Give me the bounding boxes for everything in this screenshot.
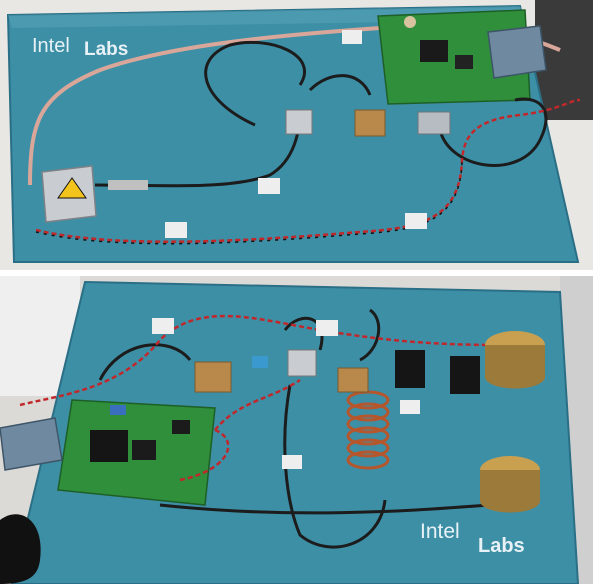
- top-coax-loop-1: [204, 40, 307, 127]
- top-clip-3: [258, 178, 280, 194]
- bottom-coax-3: [359, 308, 381, 362]
- bottom-coax-5: [159, 503, 491, 515]
- top-pcb-chip-2: [455, 55, 473, 69]
- bottom-coax-2: [283, 316, 324, 351]
- bottom-coax-1: [98, 343, 192, 381]
- photo-divider: [0, 270, 593, 276]
- bottom-clip-1: [152, 318, 174, 334]
- bottom-pcb-chip-3: [172, 420, 190, 434]
- bottom-logo-intel: Intel: [420, 520, 460, 543]
- bottom-brass-load-2-body: [480, 470, 540, 513]
- top-logo-labs: Labs: [84, 39, 128, 60]
- bottom-gold-mixer-2: [337, 367, 369, 393]
- top-board-highlight: [8, 6, 526, 28]
- top-splitter: [285, 109, 313, 135]
- bottom-clip-2: [316, 320, 338, 336]
- top-coax-3: [438, 97, 548, 167]
- top-silver-box: [417, 111, 451, 135]
- bottom-red-wire-2: [214, 378, 301, 431]
- top-sma-adapter: [108, 180, 148, 190]
- top-coax-4: [308, 74, 372, 96]
- bottom-splitter: [287, 349, 317, 377]
- top-clip-1: [165, 222, 187, 238]
- bottom-dsub-connector: [0, 417, 63, 471]
- top-logo-intel: Intel: [32, 35, 70, 57]
- top-photo: Intel Labs: [0, 0, 593, 270]
- top-clip-4: [342, 30, 362, 44]
- hazard-triangle-icon: [57, 177, 87, 199]
- top-pcb-connector: [404, 16, 416, 28]
- top-red-wire: [35, 98, 581, 243]
- bottom-dark-foreground: [0, 514, 41, 584]
- bottom-heatsink-2: [450, 356, 480, 394]
- bottom-pcb-chip-2: [132, 440, 156, 460]
- bottom-heatsink-1: [395, 350, 425, 388]
- bottom-brass-load-1-body: [485, 345, 545, 389]
- bottom-gold-mixer-1: [194, 361, 232, 393]
- bottom-clip-4: [282, 455, 302, 469]
- bottom-coax-4: [283, 384, 387, 549]
- top-dsub-connector: [487, 25, 547, 79]
- bottom-blue-filter: [252, 356, 268, 368]
- bottom-clip-3: [400, 400, 420, 414]
- top-pcb-chip: [420, 40, 448, 62]
- top-clip-2: [405, 213, 427, 229]
- bottom-photo: Intel Labs: [0, 276, 593, 584]
- bottom-logo-labs: Labs: [478, 535, 525, 557]
- bottom-red-wire-1: [19, 314, 501, 407]
- bottom-pcb-chip-1: [90, 430, 128, 462]
- top-gold-mixer: [354, 109, 386, 137]
- bottom-pcb-blue-part: [110, 405, 126, 415]
